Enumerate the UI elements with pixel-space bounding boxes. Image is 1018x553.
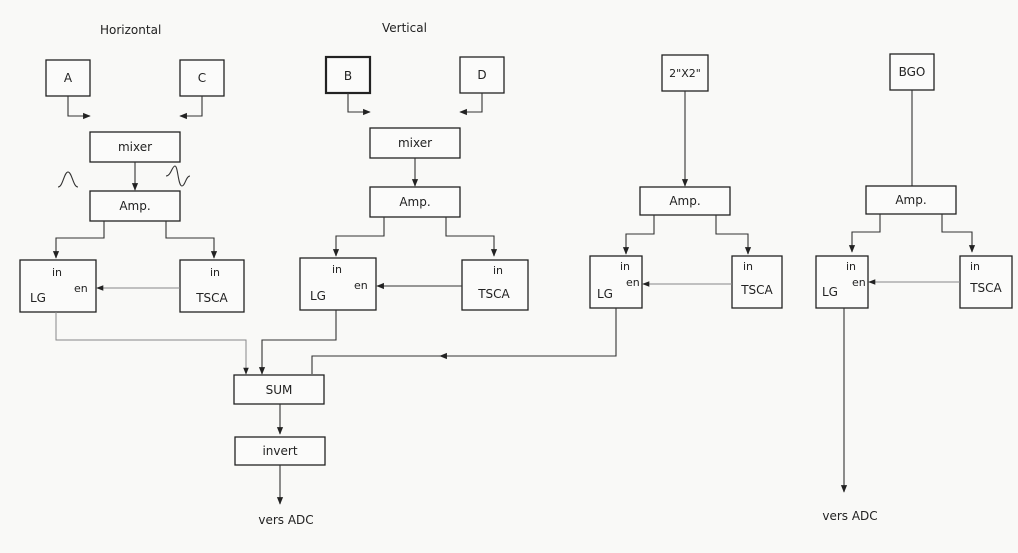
nai-channel: 2"X2" Amp. in en LG in TSCA: [311, 54, 783, 374]
wire-amp-tsca-1: [165, 221, 218, 259]
lg-label-3: LG: [597, 287, 613, 301]
lg-box-1: [19, 259, 97, 313]
heading-vertical: Vertical: [382, 21, 427, 35]
mixer-label-2: mixer: [398, 136, 432, 150]
lg-en-label-4: en: [852, 276, 866, 289]
wire-amp-lg-4: [848, 214, 881, 253]
invert-box: [234, 436, 326, 466]
wire-amp-tsca-3: [715, 215, 752, 255]
tsca-label-4: TSCA: [969, 281, 1002, 295]
wire-lg-sum-3: [311, 308, 617, 374]
wire-b-mixer: [347, 93, 371, 116]
lg-box-3: [589, 255, 643, 309]
lg-label-1: LG: [30, 291, 46, 305]
tsca-label-3: TSCA: [740, 283, 773, 297]
wire-a-mixer: [67, 96, 91, 120]
detector-bgo-box: [889, 53, 935, 91]
detector-b-label: B: [344, 69, 352, 83]
lg-en-label-1: en: [74, 282, 88, 295]
lg-in-label-1: in: [52, 266, 62, 279]
detector-d-label: D: [477, 68, 486, 82]
wire-amp-tsca-2: [445, 217, 498, 257]
detector-c-label: C: [198, 71, 206, 85]
detector-c-box: [179, 59, 225, 97]
detector-bgo-label: BGO: [899, 65, 926, 79]
amp-label-1: Amp.: [119, 199, 150, 213]
bipolar-pulse-icon: [165, 165, 191, 187]
wire-amp-lg-3: [622, 215, 655, 255]
unipolar-pulse-icon: [57, 171, 79, 188]
mixer-label-1: mixer: [118, 140, 152, 154]
vertical-channel: B D mixer Amp. in en LG in TSCA: [258, 55, 529, 375]
tsca-in-label-1: in: [210, 266, 220, 279]
sum-box: [233, 374, 325, 405]
output-adc-label-1: vers ADC: [258, 513, 313, 527]
amp-box-1: [89, 190, 181, 222]
lg-in-label-3: in: [620, 260, 630, 273]
tsca-label-2: TSCA: [477, 287, 510, 301]
sum-label: SUM: [266, 383, 293, 397]
lg-en-label-2: en: [354, 279, 368, 292]
tsca-in-label-3: in: [743, 260, 753, 273]
sum-stage: SUM invert vers ADC: [233, 374, 326, 527]
amp-box-2: [369, 186, 461, 218]
wire-d-mixer: [459, 93, 483, 116]
amp-label-3: Amp.: [669, 194, 700, 208]
wire-lg-sum-2: [258, 310, 337, 375]
detector-a-label: A: [64, 71, 73, 85]
tsca-box-3: [731, 255, 783, 309]
lg-en-label-3: en: [626, 276, 640, 289]
lg-box-2: [299, 257, 377, 311]
bgo-channel: BGO Amp. in en LG in TSCA vers ADC: [815, 53, 1013, 523]
amp-label-2: Amp.: [399, 195, 430, 209]
tsca-box-1: [179, 259, 245, 313]
tsca-box-2: [461, 259, 529, 311]
tsca-in-label-4: in: [970, 260, 980, 273]
tsca-label-1: TSCA: [195, 291, 228, 305]
output-adc-label-2: vers ADC: [822, 509, 877, 523]
amp-box-4: [865, 185, 957, 215]
wire-lg-sum-1: [55, 312, 249, 375]
lg-box-4: [815, 255, 869, 309]
detector-b-box: [324, 55, 372, 95]
detector-nai-label: 2"X2": [669, 67, 701, 80]
invert-label: invert: [262, 444, 297, 458]
heading-horizontal: Horizontal: [100, 23, 161, 37]
lg-in-label-4: in: [846, 260, 856, 273]
tsca-in-label-2: in: [493, 264, 503, 277]
tsca-box-4: [959, 255, 1013, 309]
amp-box-3: [639, 186, 731, 216]
wire-c-mixer: [179, 96, 203, 120]
lg-label-4: LG: [822, 285, 838, 299]
horizontal-channel: A C mixer Amp. in en LG in TSCA: [19, 59, 249, 375]
wire-amp-lg-1: [52, 221, 105, 259]
amp-label-4: Amp.: [895, 193, 926, 207]
lg-in-label-2: in: [332, 263, 342, 276]
lg-label-2: LG: [310, 289, 326, 303]
detector-a-box: [45, 59, 91, 97]
wire-amp-lg-2: [332, 217, 385, 257]
wire-amp-tsca-4: [941, 214, 976, 253]
